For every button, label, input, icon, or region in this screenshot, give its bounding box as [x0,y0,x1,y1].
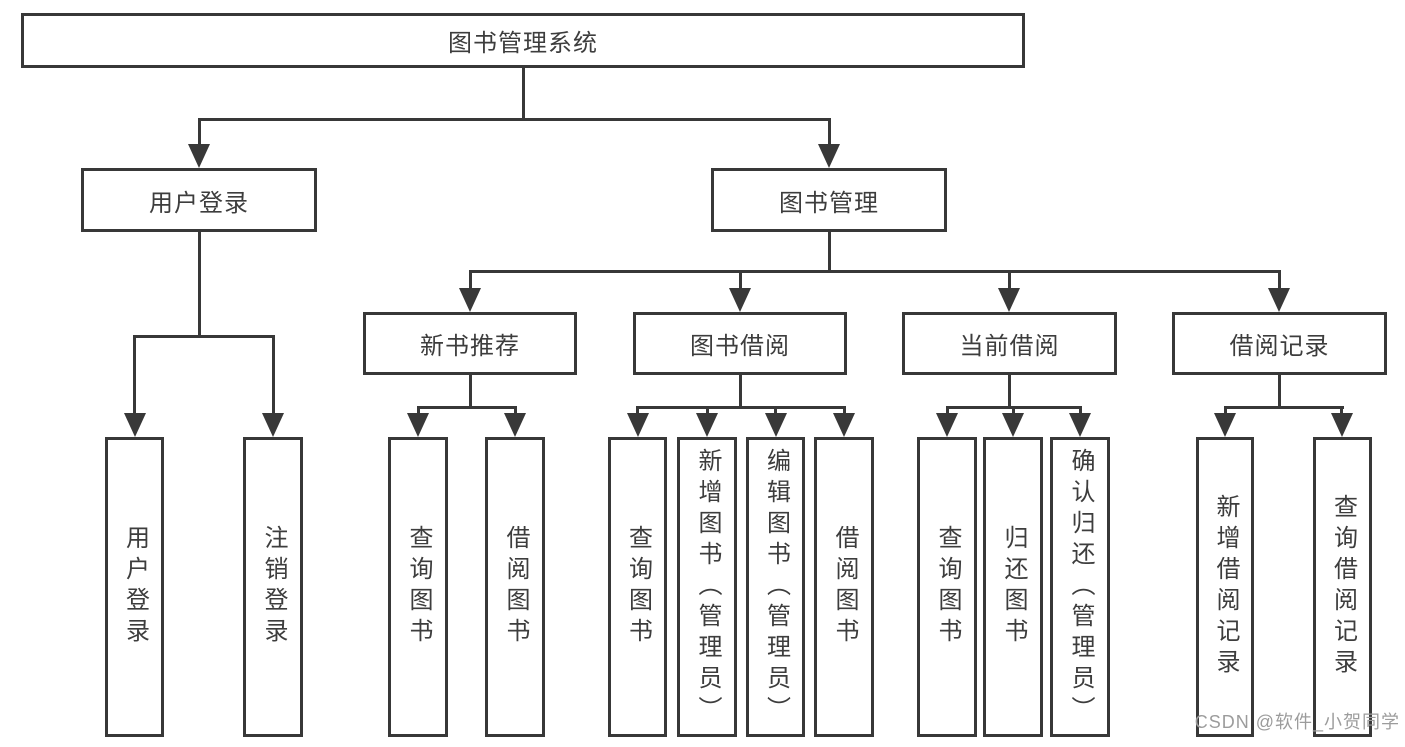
leaf-confirm-return-admin: 确认归还（管理员） [1050,437,1110,737]
arrow-to-leaf-user-login [123,413,146,437]
arrow-to-leaf-logout [262,413,284,437]
connector-cur-borrow-stem [1008,375,1011,406]
connector-drop [416,406,420,416]
connector-drop [774,406,777,416]
connector-drop [705,406,709,416]
arrow-to-leaf [1069,413,1091,437]
leaf-user-login: 用户登录 [105,437,164,737]
leaf-logout: 注销登录 [243,437,303,737]
connector-drop-leaf-user-login [132,335,136,415]
arrow-to-leaf [504,413,526,437]
arrow-to-leaf [1330,413,1353,437]
connector-user-login-stem [197,232,201,335]
connector-drop-book-mgmt [827,118,831,148]
arrow-to-leaf [626,413,649,437]
connector-borrow-rec-branch [1223,406,1344,409]
node-book-management: 图书管理 [711,168,947,232]
connector-drop [636,406,639,416]
leaf-query-borrow-record: 查询借阅记录 [1313,437,1372,737]
connector-drop-borrow-rec [1277,270,1281,292]
node-borrowing-records: 借阅记录 [1172,312,1387,375]
leaf-query-books-borrowing: 查询图书 [608,437,667,737]
connector-user-login-branch [132,335,275,338]
leaf-query-books-current: 查询图书 [917,437,977,737]
connector-new-book-stem [468,375,472,406]
arrow-to-cur-borrow [998,288,1020,312]
leaf-add-borrow-record: 新增借阅记录 [1196,437,1254,737]
csdn-watermark: CSDN @软件_小贺同学 [1194,712,1400,732]
node-library-management-system: 图书管理系统 [21,13,1025,68]
connector-borrow-rec-stem [1278,375,1281,406]
arrow-to-book-mgmt [818,144,840,168]
connector-drop [1223,406,1227,416]
arrow-to-book-borrow [729,288,751,312]
leaf-add-book-admin: 新增图书（管理员） [677,437,737,737]
connector-root-stem [521,68,525,118]
leaf-borrow-books-borrowing: 借阅图书 [814,437,874,737]
leaf-borrow-books-recommend: 借阅图书 [485,437,545,737]
connector-drop-user-login [197,118,201,148]
connector-drop [1011,406,1015,416]
connector-book-mgmt-branch [468,270,1281,273]
node-book-borrowing: 图书借阅 [633,312,847,375]
leaf-edit-book-admin: 编辑图书（管理员） [746,437,805,737]
connector-book-borrow-stem [738,375,742,406]
connector-drop-new-book [468,270,472,292]
connector-book-borrow-branch [636,406,846,409]
connector-drop-book-borrow [738,270,742,292]
connector-drop [1078,406,1082,416]
connector-book-mgmt-stem [827,232,831,270]
connector-root-branch [197,118,831,121]
connector-drop [842,406,846,416]
node-user-login: 用户登录 [81,168,317,232]
arrow-to-new-book [459,288,481,312]
arrow-to-leaf [936,413,958,437]
arrow-to-leaf [833,413,855,437]
leaf-return-book: 归还图书 [983,437,1043,737]
connector-drop-cur-borrow [1007,270,1011,292]
connector-drop [513,406,517,416]
node-current-borrowing: 当前借阅 [902,312,1117,375]
arrow-to-leaf [1002,413,1024,437]
arrow-to-borrow-rec [1268,288,1290,312]
connector-new-book-branch [416,406,517,409]
connector-drop [945,406,949,416]
leaf-query-books-recommend: 查询图书 [388,437,448,737]
arrow-to-leaf [1214,413,1236,437]
connector-drop-leaf-logout [271,335,275,415]
arrow-to-leaf [407,413,429,437]
arrow-to-leaf [696,413,718,437]
arrow-to-user-login [188,144,210,168]
arrow-to-leaf [764,413,787,437]
node-new-book-recommend: 新书推荐 [363,312,577,375]
connector-drop [1340,406,1343,416]
